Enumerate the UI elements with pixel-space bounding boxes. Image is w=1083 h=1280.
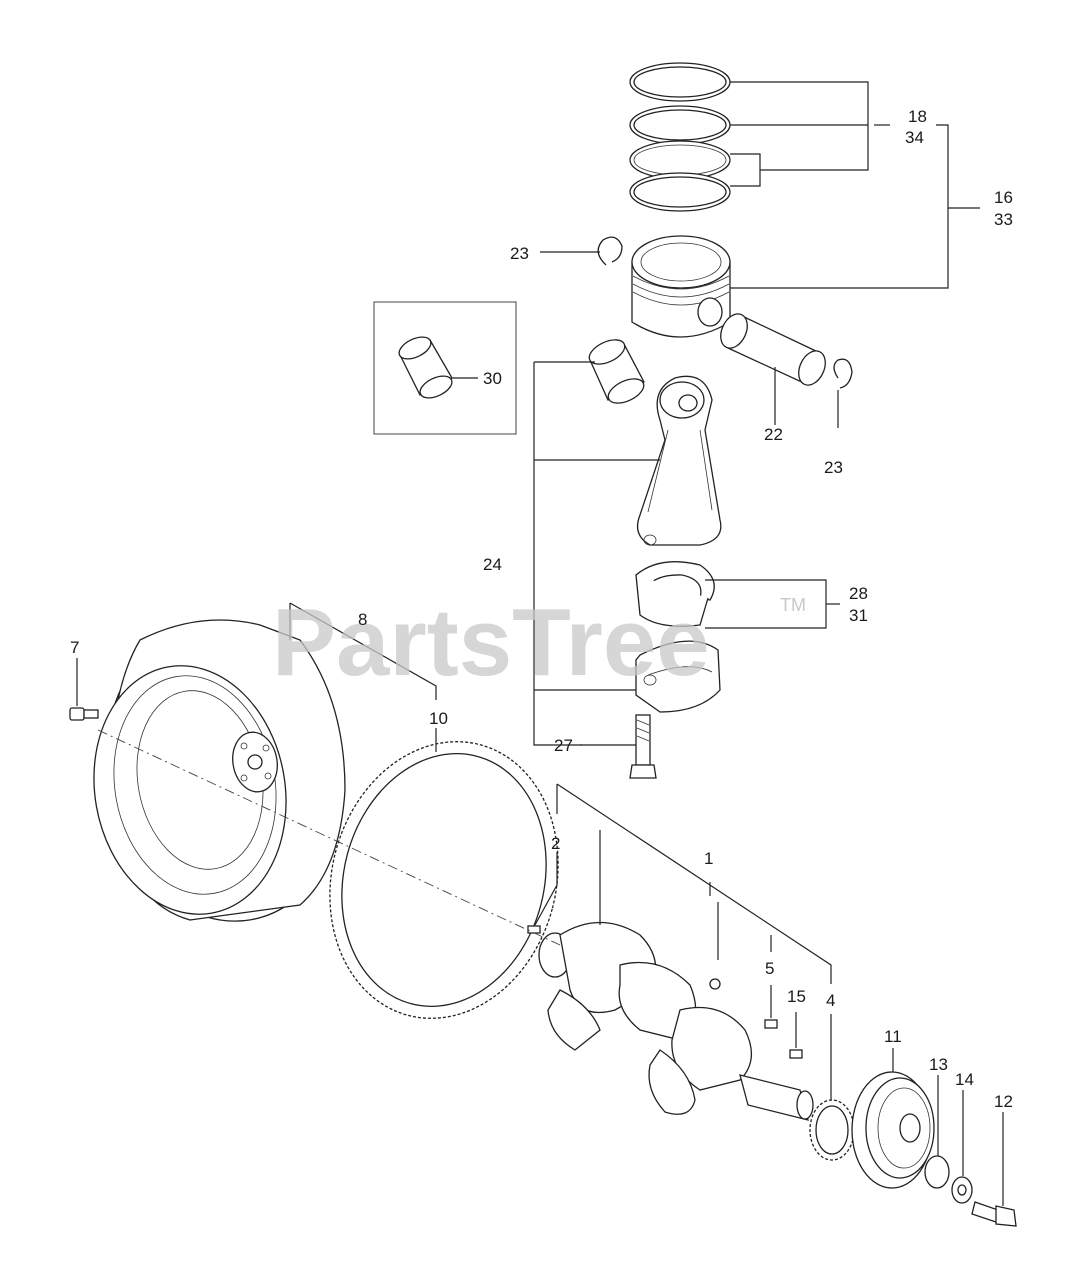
plug[interactable] [709, 978, 721, 990]
label-15[interactable]: 15 [787, 987, 806, 1006]
centerline [97, 729, 561, 946]
label-30[interactable]: 30 [483, 369, 502, 388]
label-2[interactable]: 2 [551, 834, 560, 853]
bushing[interactable] [586, 335, 648, 408]
label-12[interactable]: 12 [994, 1092, 1013, 1111]
piston-rings[interactable] [629, 62, 731, 212]
label-27[interactable]: 27 [554, 736, 573, 755]
label-23-lower[interactable]: 23 [824, 458, 843, 477]
crankshaft-gear[interactable] [809, 1099, 855, 1161]
crankshaft-pulley[interactable] [851, 1071, 935, 1189]
watermark-trademark: TM [780, 595, 806, 615]
o-ring[interactable] [924, 1155, 950, 1189]
label-23-upper[interactable]: 23 [510, 244, 529, 263]
label-16[interactable]: 16 [994, 188, 1013, 207]
callout-leaders [76, 81, 1004, 1206]
connecting-rod[interactable] [636, 375, 722, 546]
label-1[interactable]: 1 [704, 849, 713, 868]
piston[interactable] [631, 235, 731, 338]
piston-pin[interactable] [716, 310, 831, 390]
woodruff-key-5[interactable] [764, 1019, 778, 1029]
flywheel[interactable] [75, 604, 368, 940]
label-4[interactable]: 4 [826, 991, 835, 1010]
label-13[interactable]: 13 [929, 1055, 948, 1074]
dowel-pin[interactable] [527, 925, 541, 934]
circlip-upper[interactable] [597, 236, 623, 266]
label-18[interactable]: 18 [908, 107, 927, 126]
conrod-bearing-upper[interactable] [635, 561, 715, 627]
conrod-cap[interactable] [635, 640, 721, 713]
label-14[interactable]: 14 [955, 1070, 974, 1089]
label-34[interactable]: 34 [905, 128, 924, 147]
label-22[interactable]: 22 [764, 425, 783, 444]
callout-labels: 18 34 16 33 23 30 22 23 24 28 31 8 7 10 … [70, 107, 1013, 1111]
woodruff-key-15[interactable] [789, 1049, 803, 1059]
watermark: PartsTree [272, 589, 710, 696]
washer[interactable] [951, 1176, 973, 1204]
pulley-bolt[interactable] [971, 1201, 1017, 1227]
inset-box [373, 301, 517, 435]
label-7[interactable]: 7 [70, 638, 79, 657]
label-24[interactable]: 24 [483, 555, 502, 574]
conrod-bolt[interactable] [629, 714, 657, 779]
small-end-bushing[interactable] [396, 333, 455, 403]
label-11[interactable]: 11 [884, 1027, 902, 1046]
label-5[interactable]: 5 [765, 959, 774, 978]
crankshaft[interactable] [538, 921, 814, 1121]
flywheel-bolt[interactable] [69, 707, 99, 721]
circlip-lower[interactable] [833, 358, 853, 389]
label-8[interactable]: 8 [358, 610, 367, 629]
label-10[interactable]: 10 [429, 709, 448, 728]
label-28[interactable]: 28 [849, 584, 868, 603]
label-31[interactable]: 31 [849, 606, 868, 625]
label-33[interactable]: 33 [994, 210, 1013, 229]
ring-gear[interactable] [300, 716, 589, 1044]
